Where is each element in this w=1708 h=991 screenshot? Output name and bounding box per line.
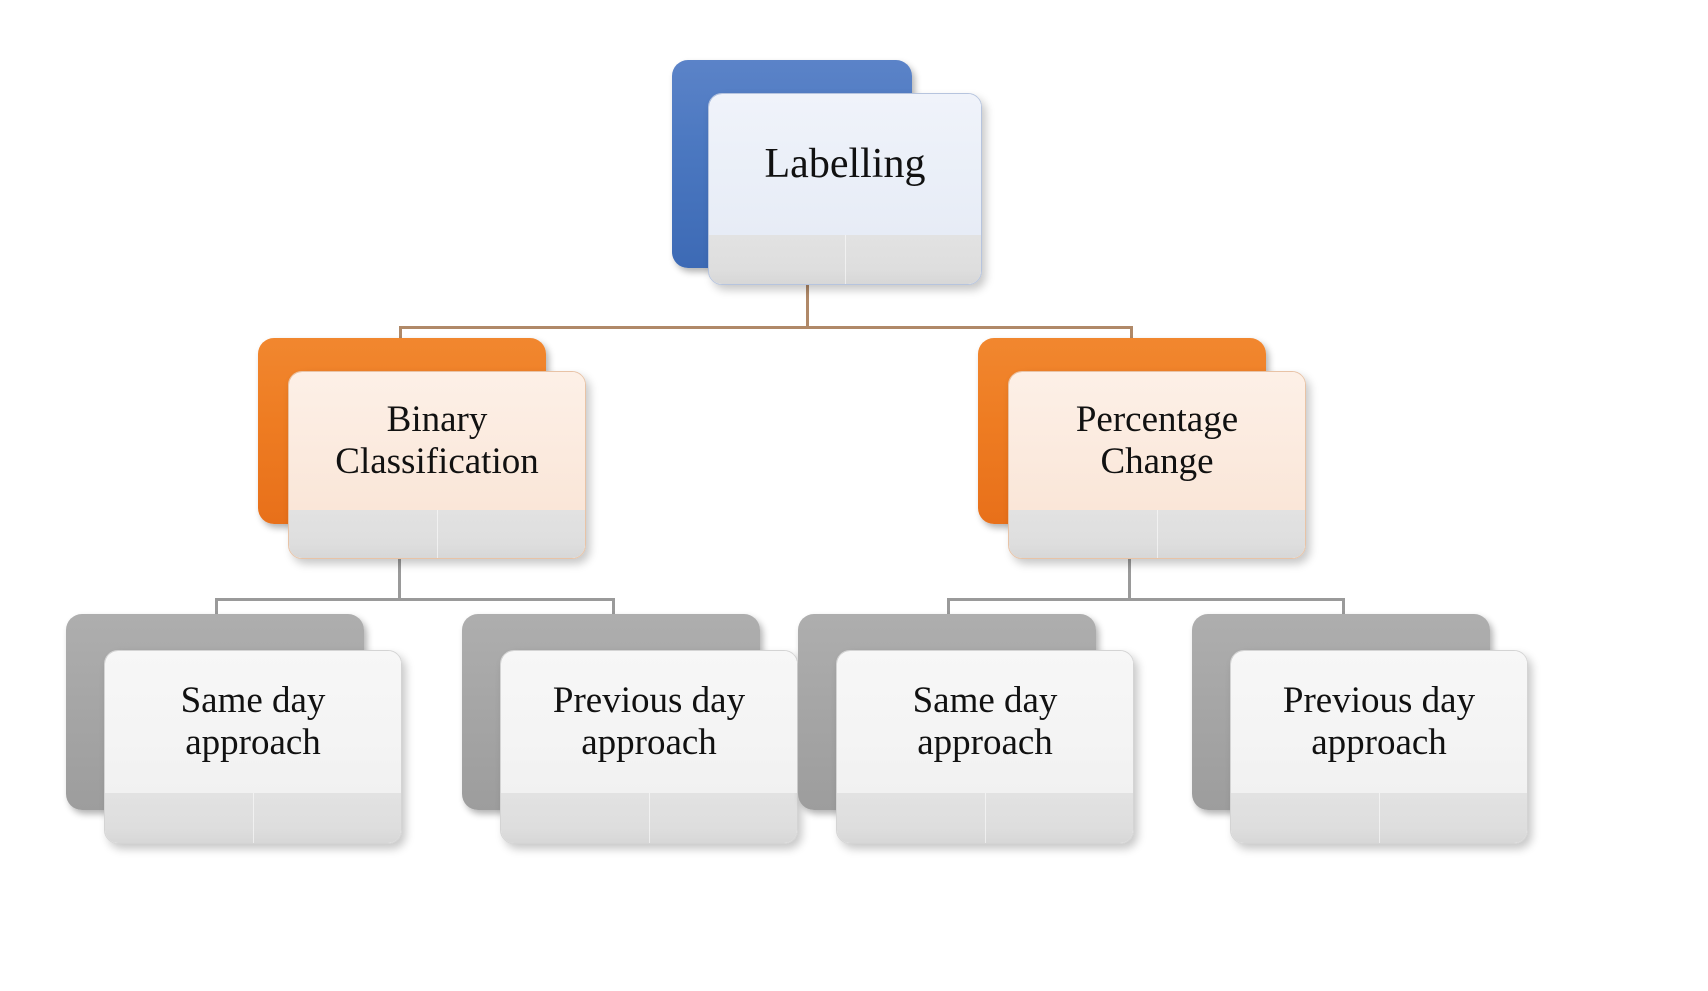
node-previous-day-approach-percentage-text-area: Previous day approach [1231, 651, 1527, 794]
node-same-day-approach-binary-label: Same day approach [180, 680, 326, 764]
node-same-day-approach-percentage-footer-band [837, 793, 1133, 843]
node-same-day-approach-binary-text-area: Same day approach [105, 651, 401, 794]
connector-level2-bus [399, 326, 1133, 329]
node-labelling-label: Labelling [764, 140, 926, 187]
node-binary-classification-text-area: Binary Classification [289, 372, 585, 510]
node-labelling-front-card[interactable]: Labelling [708, 93, 982, 285]
node-same-day-approach-binary[interactable]: Same day approach [66, 614, 406, 844]
node-same-day-approach-percentage-front-card[interactable]: Same day approach [836, 650, 1134, 844]
node-percentage-change-text-area: Percentage Change [1009, 372, 1305, 510]
connector-binary-stem [398, 556, 401, 600]
node-previous-day-approach-binary-text-area: Previous day approach [501, 651, 797, 794]
connector-root-stem [806, 284, 809, 328]
node-same-day-approach-percentage[interactable]: Same day approach [798, 614, 1138, 844]
node-binary-classification-front-card[interactable]: Binary Classification [288, 371, 586, 559]
node-previous-day-approach-binary-front-card[interactable]: Previous day approach [500, 650, 798, 844]
node-binary-classification-footer-band [289, 509, 585, 558]
node-labelling[interactable]: Labelling [672, 60, 984, 290]
node-previous-day-approach-binary-footer-band [501, 793, 797, 843]
node-previous-day-approach-percentage[interactable]: Previous day approach [1192, 614, 1532, 844]
connector-binary-bus [215, 598, 615, 601]
node-previous-day-approach-percentage-label: Previous day approach [1282, 680, 1476, 764]
node-previous-day-approach-percentage-footer-band [1231, 793, 1527, 843]
node-labelling-text-area: Labelling [709, 94, 981, 235]
node-same-day-approach-percentage-label: Same day approach [912, 680, 1058, 764]
node-same-day-approach-percentage-text-area: Same day approach [837, 651, 1133, 794]
node-binary-classification[interactable]: Binary Classification [258, 338, 594, 566]
node-percentage-change[interactable]: Percentage Change [978, 338, 1314, 566]
node-previous-day-approach-binary[interactable]: Previous day approach [462, 614, 802, 844]
node-previous-day-approach-binary-label: Previous day approach [552, 680, 746, 764]
node-percentage-change-footer-band [1009, 509, 1305, 558]
node-same-day-approach-binary-front-card[interactable]: Same day approach [104, 650, 402, 844]
connector-percentage-bus [947, 598, 1345, 601]
node-same-day-approach-binary-footer-band [105, 793, 401, 843]
node-percentage-change-label: Percentage Change [1075, 399, 1239, 482]
node-labelling-footer-band [709, 234, 981, 284]
connector-percentage-stem [1128, 556, 1131, 600]
node-percentage-change-front-card[interactable]: Percentage Change [1008, 371, 1306, 559]
node-previous-day-approach-percentage-front-card[interactable]: Previous day approach [1230, 650, 1528, 844]
node-binary-classification-label: Binary Classification [335, 399, 539, 482]
